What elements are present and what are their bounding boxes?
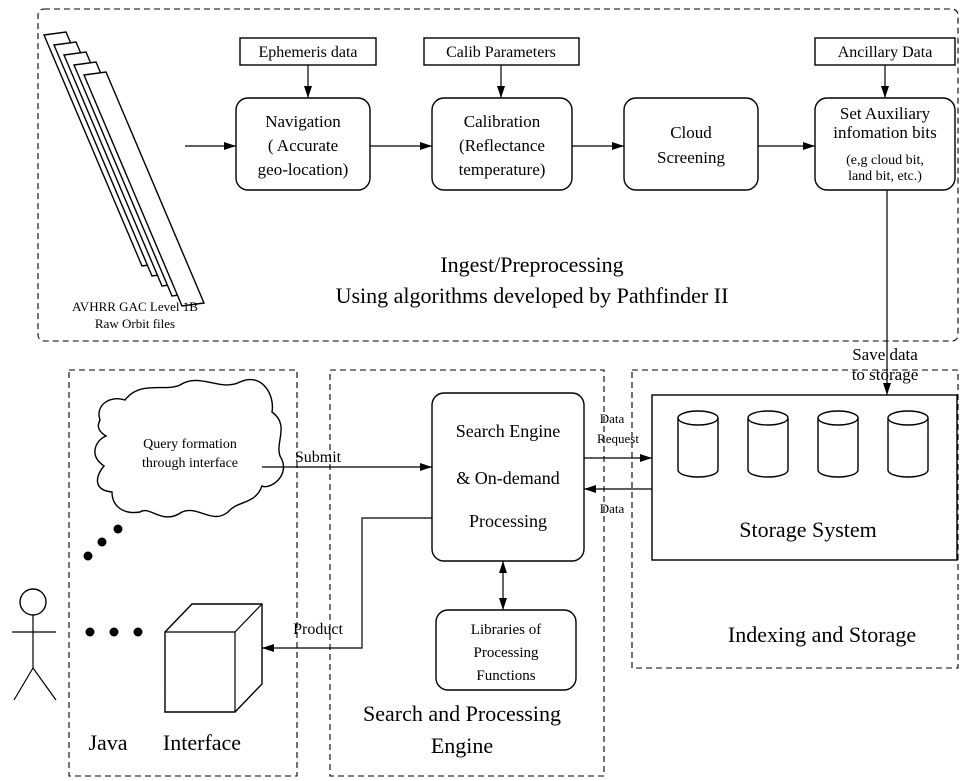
svg-text:& On-demand: & On-demand — [456, 468, 559, 488]
disk-icon-1 — [677, 410, 719, 478]
data-request-label-2: Request — [597, 431, 639, 446]
indexing-storage-region — [631, 369, 959, 669]
interface-cube-icon — [164, 603, 263, 713]
svg-text:Screening: Screening — [657, 148, 725, 167]
svg-text:Query formation: Query formation — [143, 437, 237, 452]
svg-text:infomation bits: infomation bits — [833, 123, 936, 142]
interface-label: Interface — [163, 730, 241, 755]
search-processing-label-1: Search and Processing — [363, 701, 561, 726]
ingest-region — [37, 8, 959, 342]
bottom-flow-arrows — [262, 454, 652, 652]
java-label: Java — [88, 730, 127, 755]
svg-text:Navigation: Navigation — [265, 112, 341, 131]
user-stick-figure-icon — [12, 588, 57, 701]
ancillary-data-box: Ancillary Data — [814, 37, 956, 66]
calibration-box: Calibration (Reflectance temperature) — [431, 97, 573, 191]
calib-parameters-box: Calib Parameters — [423, 37, 580, 66]
svg-text:Set Auxiliary: Set Auxiliary — [840, 104, 931, 123]
disk-cylinder-icons — [677, 410, 929, 478]
raw-files-line2: Raw Orbit files — [95, 316, 175, 331]
navigation-box: Navigation ( Accurate geo-location) — [235, 97, 371, 191]
svg-text:Functions: Functions — [476, 668, 535, 684]
svg-text:through interface: through interface — [142, 456, 238, 471]
svg-text:land bit, etc.): land bit, etc.) — [848, 169, 922, 184]
svg-text:(e,g cloud bit,: (e,g cloud bit, — [846, 153, 924, 168]
svg-text:Cloud: Cloud — [670, 123, 712, 142]
indexing-storage-label: Indexing and Storage — [728, 622, 916, 647]
raw-orbit-files-icon — [42, 31, 206, 307]
ellipsis-dots-lower — [85, 627, 143, 637]
product-label: Product — [293, 621, 343, 638]
svg-text:Ancillary Data: Ancillary Data — [838, 44, 933, 61]
svg-text:geo-location): geo-location) — [258, 160, 349, 179]
svg-text:Calibration: Calibration — [464, 112, 541, 131]
ellipsis-dots-upper — [83, 524, 123, 561]
top-flow-arrows — [185, 65, 891, 395]
save-data-line1: Save data — [852, 345, 918, 364]
ingest-title: Ingest/Preprocessing — [440, 252, 623, 277]
raw-files-line1: AVHRR GAC Level 1B — [72, 299, 198, 314]
svg-text:Search Engine: Search Engine — [456, 421, 560, 441]
save-data-line2: to storage — [852, 365, 919, 384]
data-request-label-1: Data — [600, 411, 625, 426]
svg-text:Calib Parameters: Calib Parameters — [446, 44, 556, 61]
query-formation-cloud: Query formation through interface — [94, 379, 285, 518]
java-interface-region — [68, 369, 298, 777]
search-engine-box: Search Engine & On-demand Processing — [431, 392, 585, 562]
svg-text:(Reflectance: (Reflectance — [459, 136, 545, 155]
data-label: Data — [600, 501, 625, 516]
disk-icon-4 — [887, 410, 929, 478]
search-processing-label-2: Engine — [431, 733, 493, 758]
disk-icon-3 — [817, 410, 859, 478]
ingest-subtitle: Using algorithms developed by Pathfinder… — [336, 283, 729, 308]
svg-text:Processing: Processing — [474, 645, 539, 661]
svg-text:Processing: Processing — [469, 511, 547, 531]
cloud-screening-box: Cloud Screening — [623, 97, 759, 191]
submit-label: Submit — [295, 449, 342, 466]
disk-icon-2 — [747, 410, 789, 478]
libraries-box: Libraries of Processing Functions — [435, 609, 577, 691]
svg-text:Libraries of: Libraries of — [471, 622, 541, 638]
svg-text:temperature): temperature) — [459, 160, 546, 179]
ephemeris-data-box: Ephemeris data — [239, 37, 377, 66]
auxiliary-bits-box: Set Auxiliary infomation bits (e,g cloud… — [814, 97, 956, 191]
storage-system-label: Storage System — [739, 517, 877, 542]
svg-text:( Accurate: ( Accurate — [268, 136, 338, 155]
svg-text:Ephemeris data: Ephemeris data — [258, 44, 357, 61]
